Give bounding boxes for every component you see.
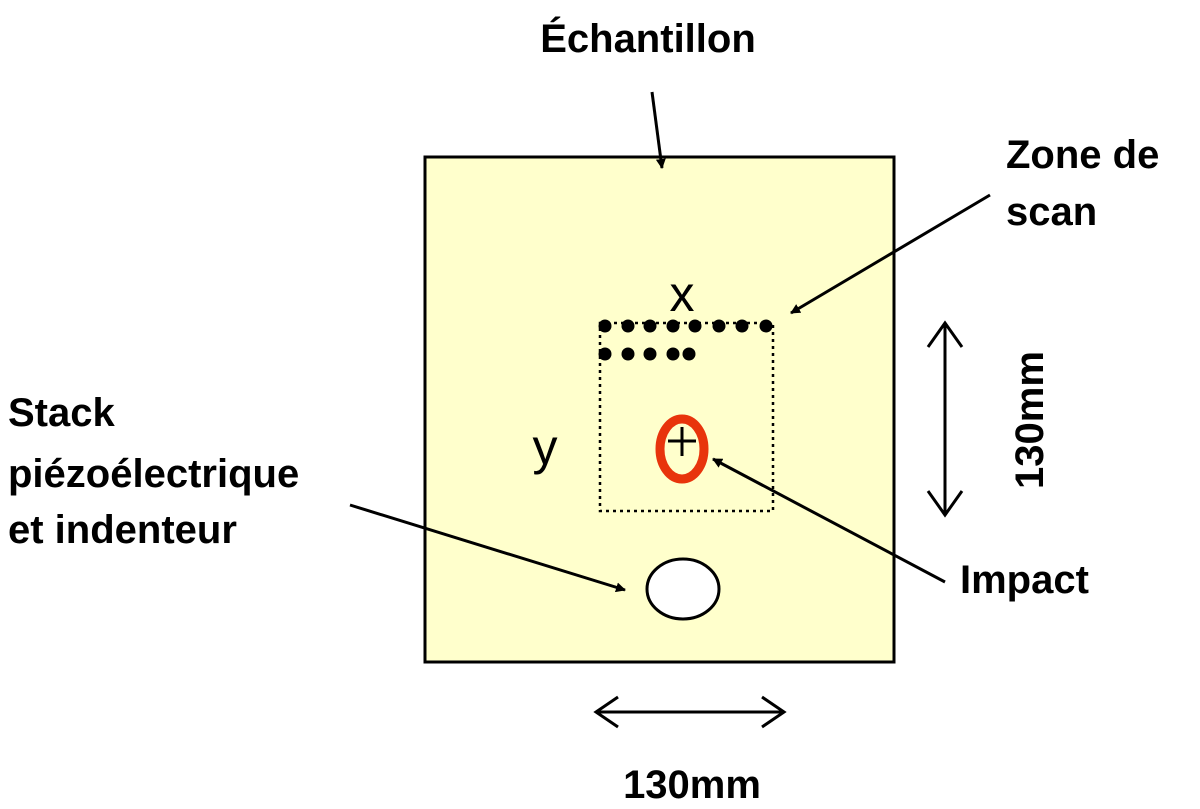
arrow-sample [650,91,666,169]
label-axis-y: y [533,419,558,475]
scan-point [682,347,696,361]
piezo-stack-indenter [645,557,721,621]
label-scan-zone-line1: Zone de [1006,133,1159,177]
label-scan-zone-line2: scan [1006,190,1097,234]
arrow-scan-zone [790,193,991,315]
scan-point [643,347,657,361]
scan-points-row-1 [598,319,773,333]
impact-ring [655,414,709,484]
scan-point [712,319,726,333]
label-impact: Impact [960,558,1089,602]
scan-point [621,347,635,361]
label-sample: Échantillon [540,16,756,61]
dimension-arrow-horizontal [593,695,787,729]
scan-zone-outline [598,321,775,513]
scan-point [666,347,680,361]
label-stack-line3: et indenteur [8,508,237,552]
scan-point [643,319,657,333]
scan-point [735,319,749,333]
label-stack-line1: Stack [8,391,115,435]
dimension-arrow-vertical [926,320,964,518]
label-dimension-horizontal: 130mm [623,763,761,807]
label-axis-x: x [670,266,695,322]
scan-points-row-2 [598,347,696,361]
scan-point [688,319,702,333]
arrow-impact [712,457,946,584]
scan-point [598,347,612,361]
arrow-stack [349,503,626,593]
label-dimension-vertical: 130mm [1008,351,1052,489]
scan-point [621,319,635,333]
scan-point [666,319,680,333]
label-stack-line2: piézoélectrique [8,452,299,496]
scan-point [598,319,612,333]
scan-point [759,319,773,333]
